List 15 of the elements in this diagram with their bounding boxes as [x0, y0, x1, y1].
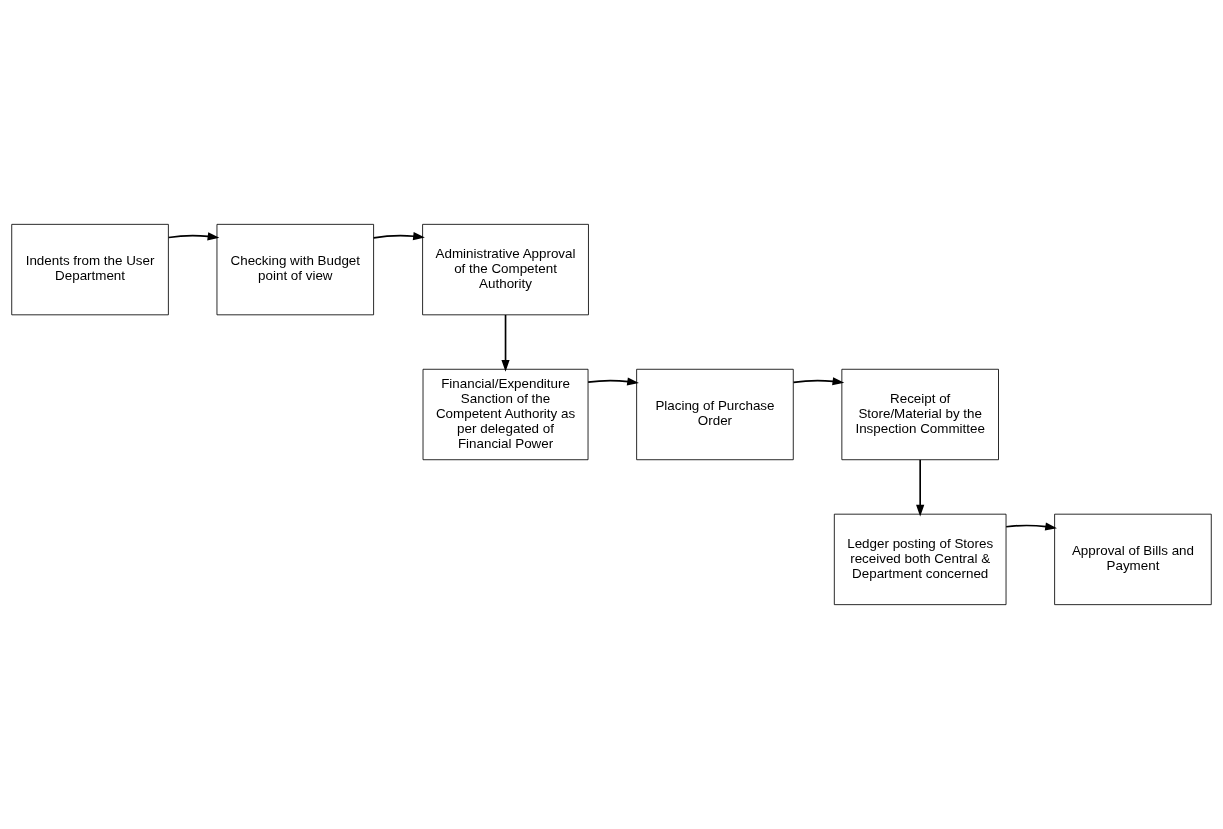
arrow: [1005, 522, 1057, 531]
arrow: [792, 377, 845, 386]
arrow: [587, 377, 639, 386]
node-box: Indents from the User Department: [11, 223, 169, 316]
node-box: Placing of Purchase Order: [636, 368, 794, 461]
arrow: [916, 459, 925, 517]
arrow: [167, 232, 220, 241]
node-box: Ledger posting of Stores received both Central & Department concerned: [833, 513, 1007, 606]
node-box: Financial/Expenditure Sanction of the Competent Authority as per delegated of Financial Power: [422, 368, 589, 461]
node-box: Receipt of Store/Material by the Inspection Committee: [841, 368, 999, 461]
arrow: [372, 232, 425, 241]
arrow: [501, 314, 510, 372]
node-box: Checking with Budget point of view: [216, 223, 375, 316]
node-box: Approval of Bills and Payment: [1054, 513, 1212, 606]
node-box: Administrative Approval of the Competent Authority: [422, 223, 589, 316]
